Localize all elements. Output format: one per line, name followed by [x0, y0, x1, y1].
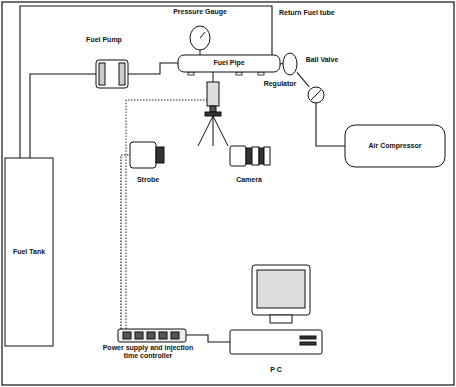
- ball-valve: Ball Valve: [300, 56, 344, 106]
- injector-signal-wire: [126, 100, 207, 329]
- strobe: Strobe: [124, 138, 172, 188]
- fuel-pipe: Fuel Pipe: [178, 55, 280, 72]
- edge-label: Return Fuel tube: [278, 9, 336, 17]
- pc-shape: [226, 262, 326, 384]
- pipe-or-wire: [297, 72, 309, 87]
- pipe-or-wire: [121, 155, 130, 329]
- component-label: P C: [226, 366, 326, 374]
- camera: Camera: [222, 140, 276, 188]
- component-label: Fuel Pipe: [178, 59, 280, 67]
- fuel-pump-shape: [76, 36, 132, 90]
- injector-on-tripod: [198, 72, 228, 146]
- pipe-or-wire: [20, 6, 272, 158]
- pipe-or-wire: [186, 335, 230, 342]
- component-label: Regulator: [258, 80, 302, 88]
- component-label: Air Compressor: [345, 142, 445, 150]
- regulator: Regulator: [258, 52, 302, 90]
- power-supply-controller: Power supply and injection time controll…: [100, 328, 196, 366]
- fuel-pump: Fuel Pump: [76, 36, 132, 90]
- component-label: Fuel Pump: [76, 36, 132, 44]
- component-label: Pressure Gauge: [168, 8, 232, 16]
- component-label: Fuel Tank: [5, 248, 53, 256]
- pipe-or-wire: [128, 63, 178, 74]
- component-label: Strobe: [124, 176, 172, 184]
- component-label: Camera: [222, 176, 276, 184]
- pipe-or-wire: [30, 74, 96, 158]
- pc: P C: [226, 262, 326, 384]
- pipe-or-wire: [316, 103, 345, 146]
- component-label: Power supply and injection time controll…: [100, 344, 196, 360]
- ball-valve-shape: [300, 56, 344, 106]
- component-label: Ball Valve: [300, 56, 344, 64]
- air-compressor: Air Compressor: [345, 125, 445, 167]
- pressure-gauge-shape: [168, 8, 232, 55]
- fuel-tank: Fuel Tank: [5, 158, 53, 346]
- pressure-gauge: Pressure Gauge: [168, 8, 232, 55]
